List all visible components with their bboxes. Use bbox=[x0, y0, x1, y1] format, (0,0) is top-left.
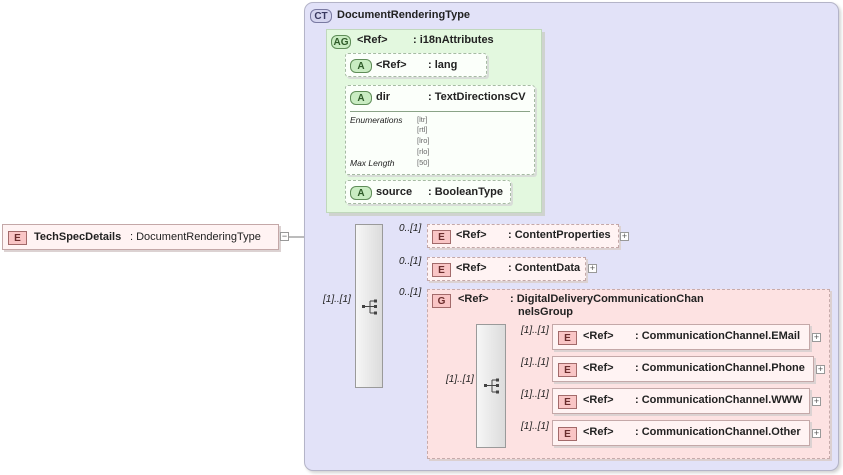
attribute-type: : TextDirectionsCV bbox=[428, 91, 526, 103]
expand-toggle[interactable]: + bbox=[812, 332, 821, 342]
attribute-name: source bbox=[376, 186, 413, 198]
attribute-dir[interactable]: A dir : TextDirectionsCV Enumerations [l… bbox=[345, 85, 535, 175]
element-occurrence: [1]..[1] bbox=[521, 357, 549, 368]
element-type: : ContentProperties bbox=[508, 229, 611, 241]
element-ref: <Ref> bbox=[583, 362, 614, 374]
expand-toggle[interactable]: + bbox=[588, 263, 597, 273]
enumeration-value: [rtl] bbox=[417, 125, 428, 134]
element-channel-email[interactable]: E <Ref> : CommunicationChannel.EMail bbox=[552, 324, 810, 350]
max-length-label: Max Length bbox=[350, 158, 395, 168]
attribute-group-type: : i18nAttributes bbox=[413, 34, 494, 46]
expand-toggle[interactable]: + bbox=[812, 396, 821, 406]
element-content-data[interactable]: E <Ref> : ContentData bbox=[427, 257, 586, 281]
element-type: : CommunicationChannel.Other bbox=[635, 426, 801, 438]
element-occurrence: 0..[1] bbox=[399, 256, 422, 267]
element-content-properties[interactable]: E <Ref> : ContentProperties bbox=[427, 224, 619, 248]
attribute-name: <Ref> bbox=[376, 59, 407, 71]
element-channel-www[interactable]: E <Ref> : CommunicationChannel.WWW bbox=[552, 388, 810, 414]
element-channel-phone[interactable]: E <Ref> : CommunicationChannel.Phone bbox=[552, 356, 814, 382]
element-ref: <Ref> bbox=[583, 394, 614, 406]
root-element[interactable]: E TechSpecDetails : DocumentRenderingTyp… bbox=[2, 224, 279, 250]
element-type: : ContentData bbox=[508, 262, 581, 274]
attribute-type: : lang bbox=[428, 59, 458, 71]
attribute-group-badge: AG bbox=[331, 35, 351, 49]
group-type-line1: : DigitalDeliveryCommunicationChan bbox=[510, 293, 704, 305]
sequence-compositor[interactable] bbox=[355, 224, 383, 388]
element-badge: E bbox=[558, 427, 577, 441]
element-occurrence: 0..[1] bbox=[399, 223, 422, 234]
element-occurrence: [1]..[1] bbox=[521, 389, 549, 400]
group-occurrence: 0..[1] bbox=[399, 287, 422, 298]
element-badge: E bbox=[558, 331, 577, 345]
attribute-lang[interactable]: A <Ref> : lang bbox=[345, 53, 487, 77]
inner-sequence-occurrence: [1]..[1] bbox=[446, 374, 474, 385]
group-badge: G bbox=[432, 294, 451, 308]
element-type: : CommunicationChannel.EMail bbox=[635, 330, 801, 342]
element-type: : CommunicationChannel.WWW bbox=[635, 394, 803, 406]
group-ref: <Ref> bbox=[458, 293, 489, 305]
element-ref: <Ref> bbox=[583, 426, 614, 438]
element-channel-other[interactable]: E <Ref> : CommunicationChannel.Other bbox=[552, 420, 810, 446]
complex-type-name: DocumentRenderingType bbox=[337, 9, 471, 21]
enumerations-label: Enumerations bbox=[350, 115, 403, 125]
expand-toggle[interactable]: + bbox=[620, 231, 629, 241]
complex-type-badge: CT bbox=[310, 9, 332, 23]
element-occurrence: [1]..[1] bbox=[521, 421, 549, 432]
element-occurrence: [1]..[1] bbox=[521, 325, 549, 336]
root-element-name: TechSpecDetails bbox=[34, 231, 122, 243]
sequence-occurrence: [1]..[1] bbox=[323, 294, 351, 305]
enumeration-value: [lro] bbox=[417, 136, 430, 145]
attribute-badge: A bbox=[350, 59, 372, 73]
element-badge: E bbox=[558, 395, 577, 409]
max-length-value: [50] bbox=[417, 158, 430, 167]
collapse-toggle[interactable]: − bbox=[280, 231, 289, 241]
element-type: : CommunicationChannel.Phone bbox=[635, 362, 805, 374]
expand-toggle[interactable]: + bbox=[812, 428, 821, 438]
sequence-icon bbox=[362, 299, 377, 315]
element-badge: E bbox=[432, 230, 451, 244]
attribute-badge: A bbox=[350, 91, 372, 105]
enumeration-value: [ltr] bbox=[417, 115, 428, 124]
facet-divider bbox=[350, 111, 530, 112]
element-badge: E bbox=[432, 263, 451, 277]
attribute-source[interactable]: A source : BooleanType bbox=[345, 180, 511, 204]
element-ref: <Ref> bbox=[456, 262, 487, 274]
attribute-group-ref: <Ref> bbox=[357, 34, 388, 46]
enumeration-value: [rlo] bbox=[417, 147, 430, 156]
inner-sequence-compositor[interactable] bbox=[476, 324, 506, 448]
attribute-type: : BooleanType bbox=[428, 186, 503, 198]
element-ref: <Ref> bbox=[583, 330, 614, 342]
element-ref: <Ref> bbox=[456, 229, 487, 241]
attribute-badge: A bbox=[350, 186, 372, 200]
group-type-line2: nelsGroup bbox=[518, 306, 574, 318]
expand-toggle[interactable]: + bbox=[816, 364, 825, 374]
element-badge: E bbox=[8, 231, 27, 245]
element-badge: E bbox=[558, 363, 577, 377]
attribute-name: dir bbox=[376, 91, 391, 103]
sequence-icon bbox=[484, 378, 499, 394]
root-element-type: : DocumentRenderingType bbox=[130, 231, 261, 243]
